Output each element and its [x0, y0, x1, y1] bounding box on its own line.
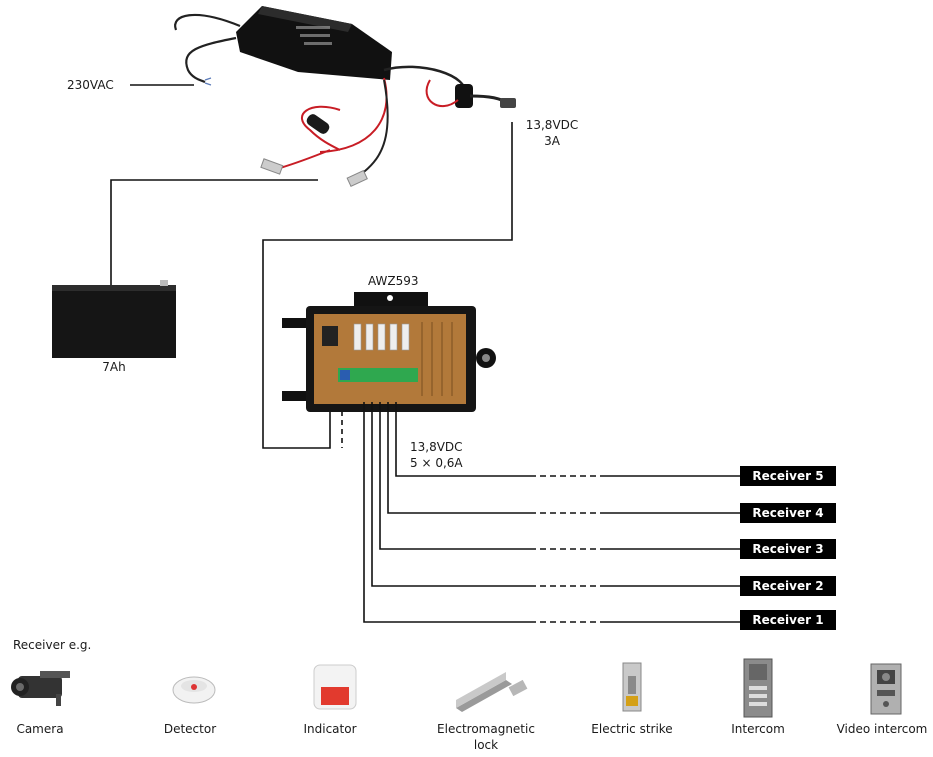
- receiver-5-tag: Receiver 5: [740, 466, 836, 486]
- battery: [52, 280, 176, 358]
- electromagnetic-lock-icon: [456, 672, 528, 712]
- receiver-lines: [363, 402, 740, 623]
- outputs-current: 5 × 0,6A: [410, 455, 463, 470]
- wiring: [110, 122, 513, 449]
- outputs-voltage: 13,8VDC: [410, 440, 463, 454]
- electric-strike-icon: [622, 662, 642, 712]
- awz593-module: [282, 292, 496, 412]
- psu-output-label: 13,8VDC 3A: [512, 118, 592, 149]
- intercom-label: Intercom: [731, 722, 785, 736]
- receiver-2-tag: Receiver 2: [740, 576, 836, 596]
- intercom-icon: [743, 658, 773, 718]
- battery-capacity-label: 7Ah: [102, 360, 126, 374]
- psu-output-voltage: 13,8VDC: [525, 118, 579, 132]
- electromagnetic-lock-label: Electromagnetic lock: [437, 722, 535, 753]
- receiver-4-tag: Receiver 4: [740, 503, 836, 523]
- psu-output-current: 3A: [544, 133, 560, 148]
- outputs-spec-label: 13,8VDC 5 × 0,6A: [410, 440, 463, 471]
- video-intercom-icon: [870, 663, 902, 715]
- receiver-1-tag: Receiver 1: [740, 610, 836, 630]
- camera-icon: [11, 671, 70, 706]
- mains-voltage-label: 230VAC: [67, 78, 114, 92]
- examples-heading: Receiver e.g.: [13, 638, 92, 652]
- module-name-label: AWZ593: [368, 274, 419, 288]
- receiver-3-tag: Receiver 3: [740, 539, 836, 559]
- detector-label: Detector: [163, 722, 217, 736]
- indicator-label: Indicator: [303, 722, 357, 736]
- camera-label: Camera: [16, 722, 64, 736]
- power-supply-unit: [174, 6, 516, 187]
- electric-strike-label: Electric strike: [591, 722, 673, 736]
- smoke-detector-icon: [172, 676, 216, 704]
- video-intercom-label: Video intercom: [836, 722, 928, 736]
- siren-indicator-icon: [313, 664, 357, 710]
